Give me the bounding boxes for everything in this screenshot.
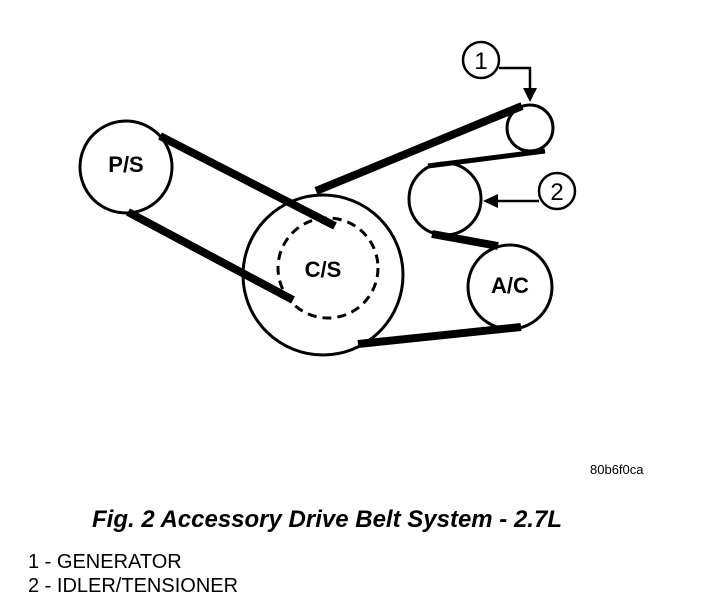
belt-segment [431,230,499,250]
callout-1: 1 [461,40,537,102]
callout-1-arrowhead [523,88,537,102]
belt-segment [126,208,295,304]
ps-pulley-label: P/S [108,152,143,177]
crankshaft-hub-hidden [276,216,380,320]
belt-segment [158,132,337,230]
belt-segment [357,323,522,348]
belt-segment [427,148,546,169]
idler-tensioner-pulley [407,161,483,237]
image-reference-code: 80b6f0ca [590,462,644,477]
callout-2-number: 2 [550,179,563,206]
belt-segment [314,102,524,195]
callout-1-circle [461,40,501,80]
figure-caption: Fig. 2 Accessory Drive Belt System - 2.7… [92,506,562,533]
legend: 1 - GENERATOR 2 - IDLER/TENSIONER [28,550,238,598]
ac-pulley-label: A/C [491,273,529,298]
callout-1-leader [499,66,532,90]
callout-1-number: 1 [474,48,487,75]
belt-routing-diagram: 1 2 P/S C/S A/C [78,40,577,357]
cs-pulley-label: C/S [305,257,342,282]
callout-2: 2 [483,171,577,211]
legend-item-idler-tensioner: 2 - IDLER/TENSIONER [28,575,239,597]
legend-item-generator: 1 - GENERATOR [28,551,182,573]
callout-2-circle [537,171,577,211]
callout-2-arrowhead [483,194,498,208]
power-steering-pulley [78,119,174,215]
